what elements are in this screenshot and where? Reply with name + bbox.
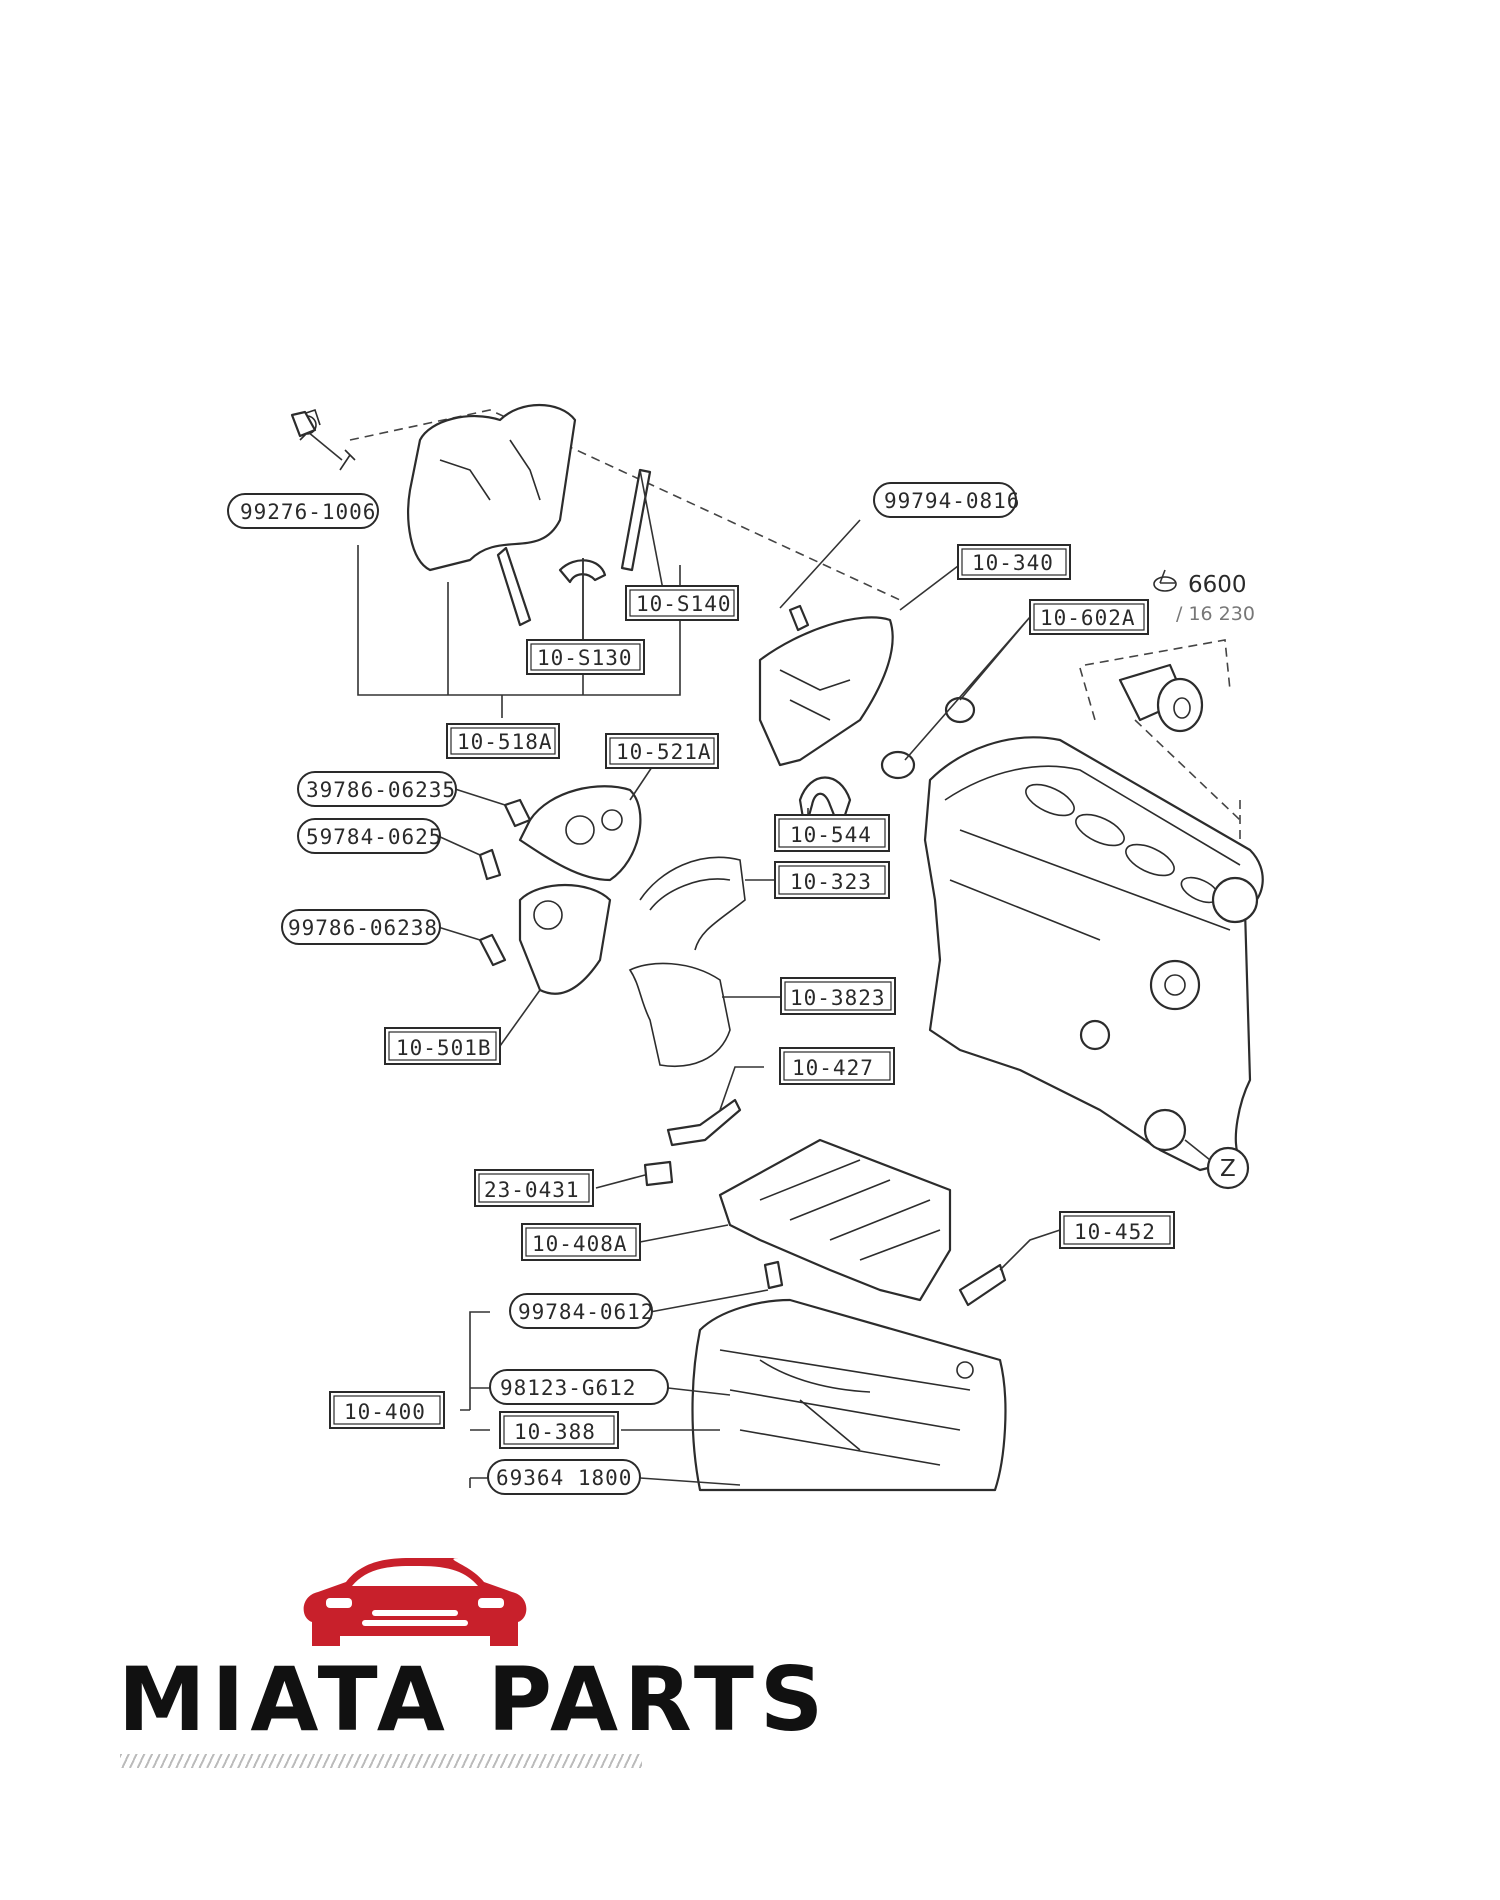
bolt-99276 xyxy=(290,410,343,461)
sheet-ref-sub: / 16 230 xyxy=(1176,603,1255,625)
label-98123-G612: 98123-G612 xyxy=(489,1369,669,1405)
sensor-10-427 xyxy=(666,1098,742,1147)
label-10-S130: 10-S130 xyxy=(526,639,645,675)
label-99276-1006: 99276-1006 xyxy=(227,493,379,529)
svg-text:10-602A: 10-602A xyxy=(1040,606,1136,630)
sensor-6600 xyxy=(1118,663,1204,733)
svg-text:10-427: 10-427 xyxy=(792,1056,874,1080)
engine-block xyxy=(923,736,1264,1172)
svg-text:10-S140: 10-S140 xyxy=(636,592,732,616)
bolt-39786 xyxy=(503,798,532,828)
lower-timing-cover xyxy=(518,884,612,995)
label-10-408A: 10-408A xyxy=(521,1223,641,1261)
label-39786-06235: 39786-06235 xyxy=(297,771,457,807)
sheet-ref-number: 6600 xyxy=(1188,572,1247,598)
callout-leader xyxy=(1184,1139,1211,1161)
svg-text:23-0431: 23-0431 xyxy=(484,1178,580,1202)
dash-line-top xyxy=(349,409,901,601)
label-10-452: 10-452 xyxy=(1059,1211,1175,1249)
svg-text:10-S130: 10-S130 xyxy=(537,646,633,670)
label-99794-0816: 99794-0816 xyxy=(873,482,1020,518)
svg-text:69364 1800: 69364 1800 xyxy=(496,1466,632,1490)
callout-letter: Z xyxy=(1220,1156,1236,1182)
bolt-99786 xyxy=(478,933,507,967)
leader-lines xyxy=(357,469,1175,1488)
svg-text:10-3823: 10-3823 xyxy=(790,986,886,1010)
label-99786-06238: 99786-06238 xyxy=(281,909,441,945)
svg-text:99784-0612: 99784-0612 xyxy=(518,1300,654,1324)
svg-text:99794-0816: 99794-0816 xyxy=(884,489,1020,513)
bolt-59784 xyxy=(478,848,502,881)
label-10-602A: 10-602A xyxy=(1029,599,1149,635)
svg-text:39786-06235: 39786-06235 xyxy=(306,778,456,802)
dash-line-sensor xyxy=(1079,639,1241,821)
bracket-23-0431 xyxy=(643,1160,674,1187)
sensor-10-452 xyxy=(958,1263,1007,1307)
label-10-400: 10-400 xyxy=(329,1391,445,1429)
label-10-3823: 10-3823 xyxy=(780,977,896,1015)
bolt-99794 xyxy=(788,604,810,632)
label-59784-0625: 59784-0625 xyxy=(297,818,442,854)
svg-text:10-452: 10-452 xyxy=(1074,1220,1156,1244)
rear-timing-cover xyxy=(758,604,894,767)
pointer-hand-icon xyxy=(1153,576,1177,592)
svg-text:10-408A: 10-408A xyxy=(532,1232,628,1256)
callout-circle xyxy=(1206,1146,1250,1190)
svg-text:10-388: 10-388 xyxy=(514,1420,596,1444)
svg-text:10-544: 10-544 xyxy=(790,823,872,847)
svg-text:10-518A: 10-518A xyxy=(457,730,553,754)
sheet-reference: 6600 / 16 230 xyxy=(1153,572,1255,625)
svg-text:10-501B: 10-501B xyxy=(396,1036,492,1060)
svg-text:10-521A: 10-521A xyxy=(616,740,712,764)
oil-baffle-10-408A xyxy=(718,1138,952,1302)
gasket-10-3823 xyxy=(628,962,731,1067)
label-10-323: 10-323 xyxy=(774,861,890,899)
label-23-0431: 23-0431 xyxy=(474,1169,594,1207)
svg-text:98123-G612: 98123-G612 xyxy=(500,1376,636,1400)
label-10-501B: 10-501B xyxy=(384,1027,501,1065)
seal-strip-10-S140 xyxy=(620,468,652,572)
label-10-340: 10-340 xyxy=(957,544,1071,580)
bolt-99784-0612 xyxy=(763,1260,784,1290)
miata-car-logo-icon xyxy=(303,1558,527,1646)
svg-text:10-340: 10-340 xyxy=(972,551,1054,575)
middle-timing-cover xyxy=(518,785,642,882)
label-10-518A: 10-518A xyxy=(446,723,560,759)
svg-text:99276-1006: 99276-1006 xyxy=(240,500,376,524)
label-99784-0612: 99784-0612 xyxy=(509,1293,654,1329)
svg-text:99786-06238: 99786-06238 xyxy=(288,916,438,940)
upper-timing-cover xyxy=(297,403,577,572)
label-10-S140: 10-S140 xyxy=(625,585,739,621)
label-69364-1800: 69364 1800 xyxy=(487,1459,641,1495)
svg-text:59784-0625: 59784-0625 xyxy=(306,825,442,849)
brand-name: MIATA PARTS xyxy=(118,1648,830,1751)
brand-underline-hatch xyxy=(120,1754,642,1768)
label-10-521A: 10-521A xyxy=(605,733,719,769)
label-10-544: 10-544 xyxy=(774,814,890,852)
label-10-427: 10-427 xyxy=(779,1047,895,1085)
oil-pan-10-400 xyxy=(691,1298,1007,1492)
label-10-388: 10-388 xyxy=(499,1411,619,1449)
seal-strip-10-S130 xyxy=(496,546,532,627)
gasket-10-323 xyxy=(639,856,746,951)
svg-text:10-400: 10-400 xyxy=(344,1400,426,1424)
svg-text:10-323: 10-323 xyxy=(790,870,872,894)
